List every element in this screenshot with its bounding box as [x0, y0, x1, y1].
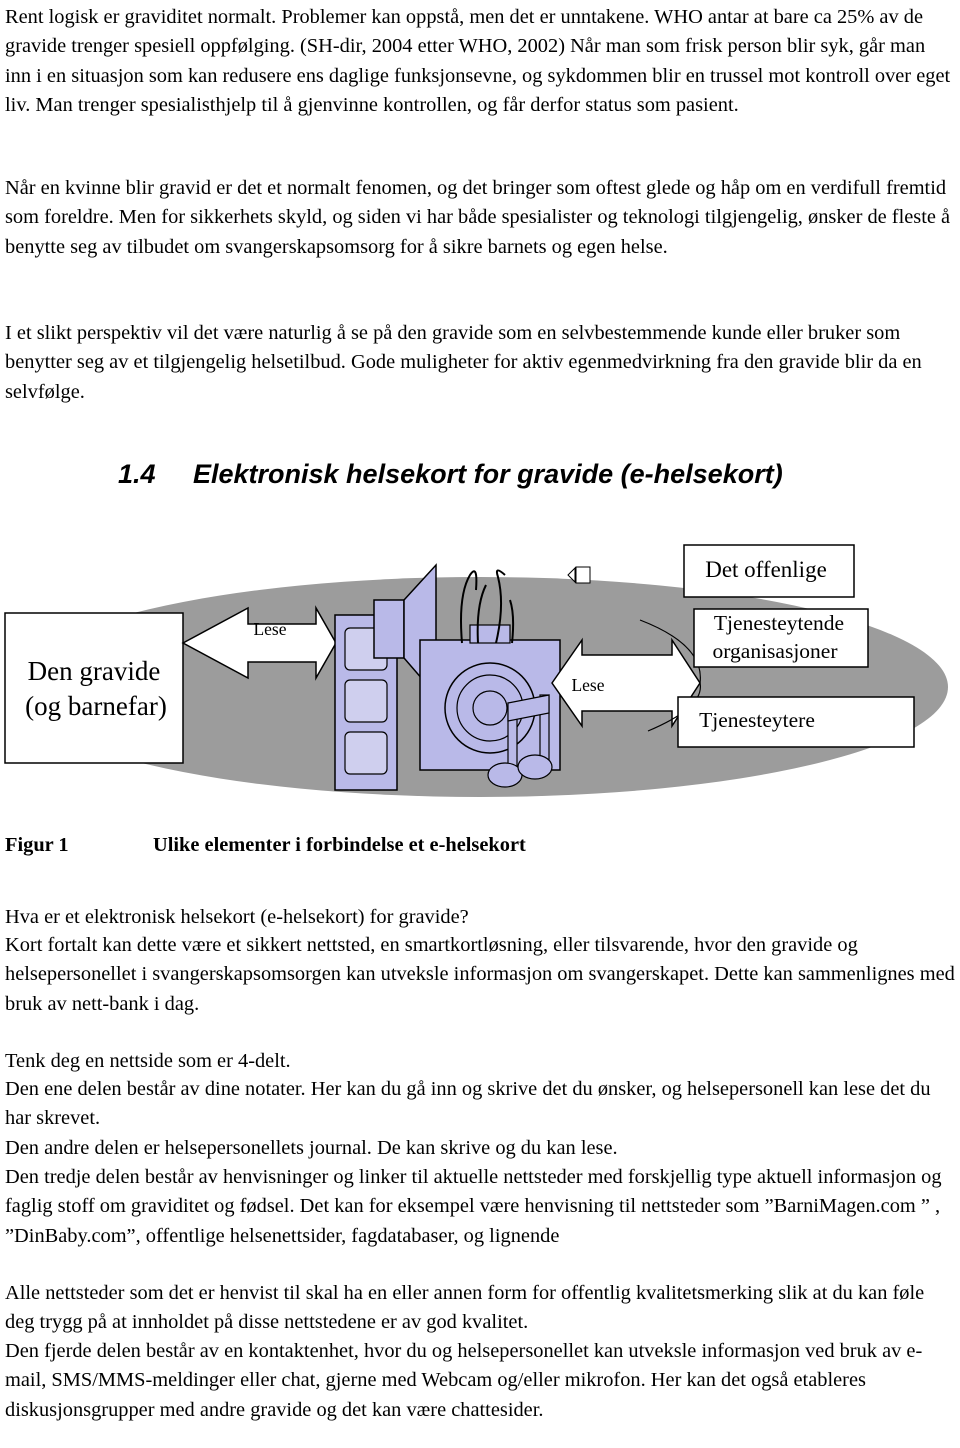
question-line: Hva er et elektronisk helsekort (e-helse…	[5, 906, 469, 928]
box-den-gravide	[4, 612, 184, 764]
intro-paragraph-1: Rent logisk er graviditet normalt. Probl…	[5, 6, 951, 116]
body-del-4: Den fjerde delen består av en kontaktenh…	[5, 1340, 923, 1421]
box-det-offenlige-label: Det offenlige	[705, 557, 827, 582]
figure-caption: Figur 1 Ulike elementer i forbindelse et …	[5, 830, 526, 860]
box-den-gravide-line-2: (og barnefar)	[25, 691, 167, 721]
body-del-3: Den tredje delen består av henvisninger …	[5, 1166, 942, 1247]
section-title: Elektronisk helsekort for gravide (e-hel…	[193, 459, 783, 489]
connector-icon	[567, 566, 591, 584]
box-den-gravide-line-1: Den gravide	[28, 656, 161, 686]
box-tjenesteytende-line-2: organisasjoner	[713, 639, 838, 663]
right-arrow-label: Lese	[571, 675, 604, 695]
body-kvalitetsmerking: Alle nettsteder som det er henvist til s…	[5, 1282, 925, 1334]
body-paragraph-1: Kort fortalt kan dette være et sikkert n…	[5, 934, 955, 1015]
box-tjenesteytere-label: Tjenesteytere	[699, 708, 815, 732]
left-arrow-label: Lese	[253, 619, 286, 639]
intro-paragraph-2: Når en kvinne blir gravid er det et norm…	[5, 177, 951, 258]
e-helsekort-diagram: Den gravide (og barnefar) Lese	[4, 544, 948, 797]
box-tjenesteytere	[677, 696, 915, 748]
box-det-offenlige	[683, 544, 855, 598]
box-tjenesteytende-line-1: Tjenesteytende	[714, 611, 844, 635]
music-notes-icon	[487, 694, 553, 788]
figure-caption-text: Ulike elementer i forbindelse et e-helse…	[153, 834, 526, 856]
body-del-1: Den ene delen består av dine notater. He…	[5, 1078, 931, 1130]
body-tenk-deg: Tenk deg en nettside som er 4-delt.	[5, 1050, 291, 1072]
body-del-2: Den andre delen er helsepersonellets jou…	[5, 1137, 618, 1159]
section-number: 1.4	[118, 459, 156, 489]
intro-paragraph-3: I et slikt perspektiv vil det være natur…	[5, 322, 922, 403]
figure-caption-label: Figur 1	[5, 834, 69, 856]
box-tjenesteytende-organisasjoner	[693, 608, 869, 668]
microphone-cables-icon	[460, 569, 515, 644]
section-heading: 1.4 Elektronisk helsekort for gravide (e-…	[118, 456, 783, 492]
